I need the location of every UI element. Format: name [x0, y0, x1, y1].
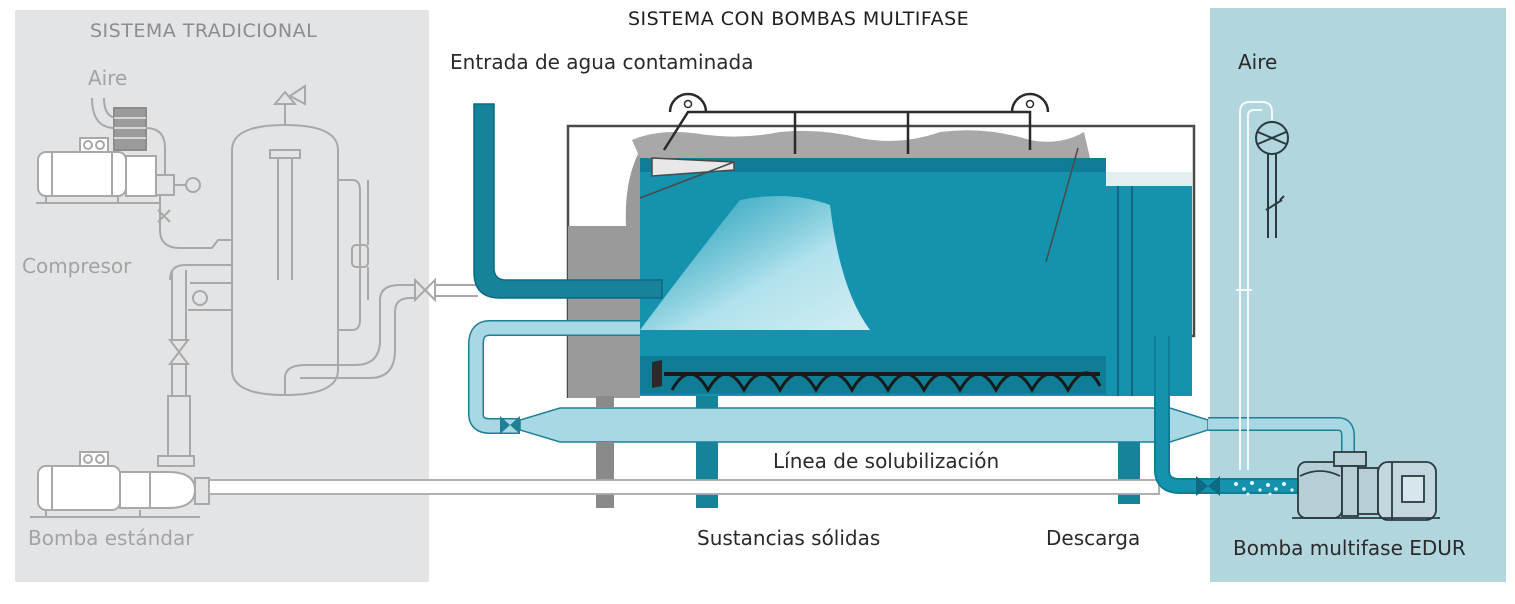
multiphase-pump	[1292, 451, 1440, 521]
solubilization-line-label: Línea de solubilización	[773, 449, 1000, 473]
multiphase-pump-label: Bomba multifase EDUR	[1233, 536, 1466, 560]
pressure-vessel	[231, 123, 339, 397]
air-bubbles	[1234, 481, 1294, 496]
floating-sludge	[632, 130, 1090, 158]
recirculation-valve	[500, 416, 520, 434]
air-intake-line	[1236, 101, 1273, 470]
solubilization-line-header	[519, 407, 1209, 443]
safety-valve	[272, 90, 298, 105]
level-indicator	[351, 244, 369, 268]
sludge-screw-conveyor	[640, 356, 1106, 394]
tank-leg-left	[596, 442, 614, 508]
solids-label: Sustancias sólidas	[697, 526, 881, 550]
contaminated-water-inlet-pipe	[473, 103, 663, 299]
skimmer-mechanism	[662, 92, 1050, 154]
aerated-water-plume	[640, 196, 870, 330]
discharge-label: Descarga	[1046, 526, 1141, 550]
traditional-system-equipment	[30, 84, 478, 518]
pressure-gauge-2	[192, 290, 208, 306]
inlet-label: Entrada de agua contaminada	[450, 50, 754, 74]
standard-pump-label: Bomba estándar	[28, 526, 194, 550]
air-label-left: Aire	[88, 66, 128, 90]
air-inlet-pipe	[91, 97, 116, 129]
clear-water-outlet-chamber	[1106, 184, 1192, 396]
traditional-system-title: SISTEMA TRADICIONAL	[90, 20, 318, 42]
standard-pump-motor	[37, 465, 121, 511]
solids-outlet-pipe	[696, 442, 718, 508]
air-flow-meter	[1255, 121, 1289, 238]
pressure-gauge-1	[185, 177, 201, 193]
standard-pump-volute	[149, 471, 197, 509]
air-label-right: Aire	[1238, 50, 1278, 74]
standard-pump-discharge-line	[208, 479, 1160, 495]
main-title: SISTEMA CON BOMBAS MULTIFASE	[628, 8, 970, 30]
compressor-label: Compresor	[22, 254, 132, 278]
